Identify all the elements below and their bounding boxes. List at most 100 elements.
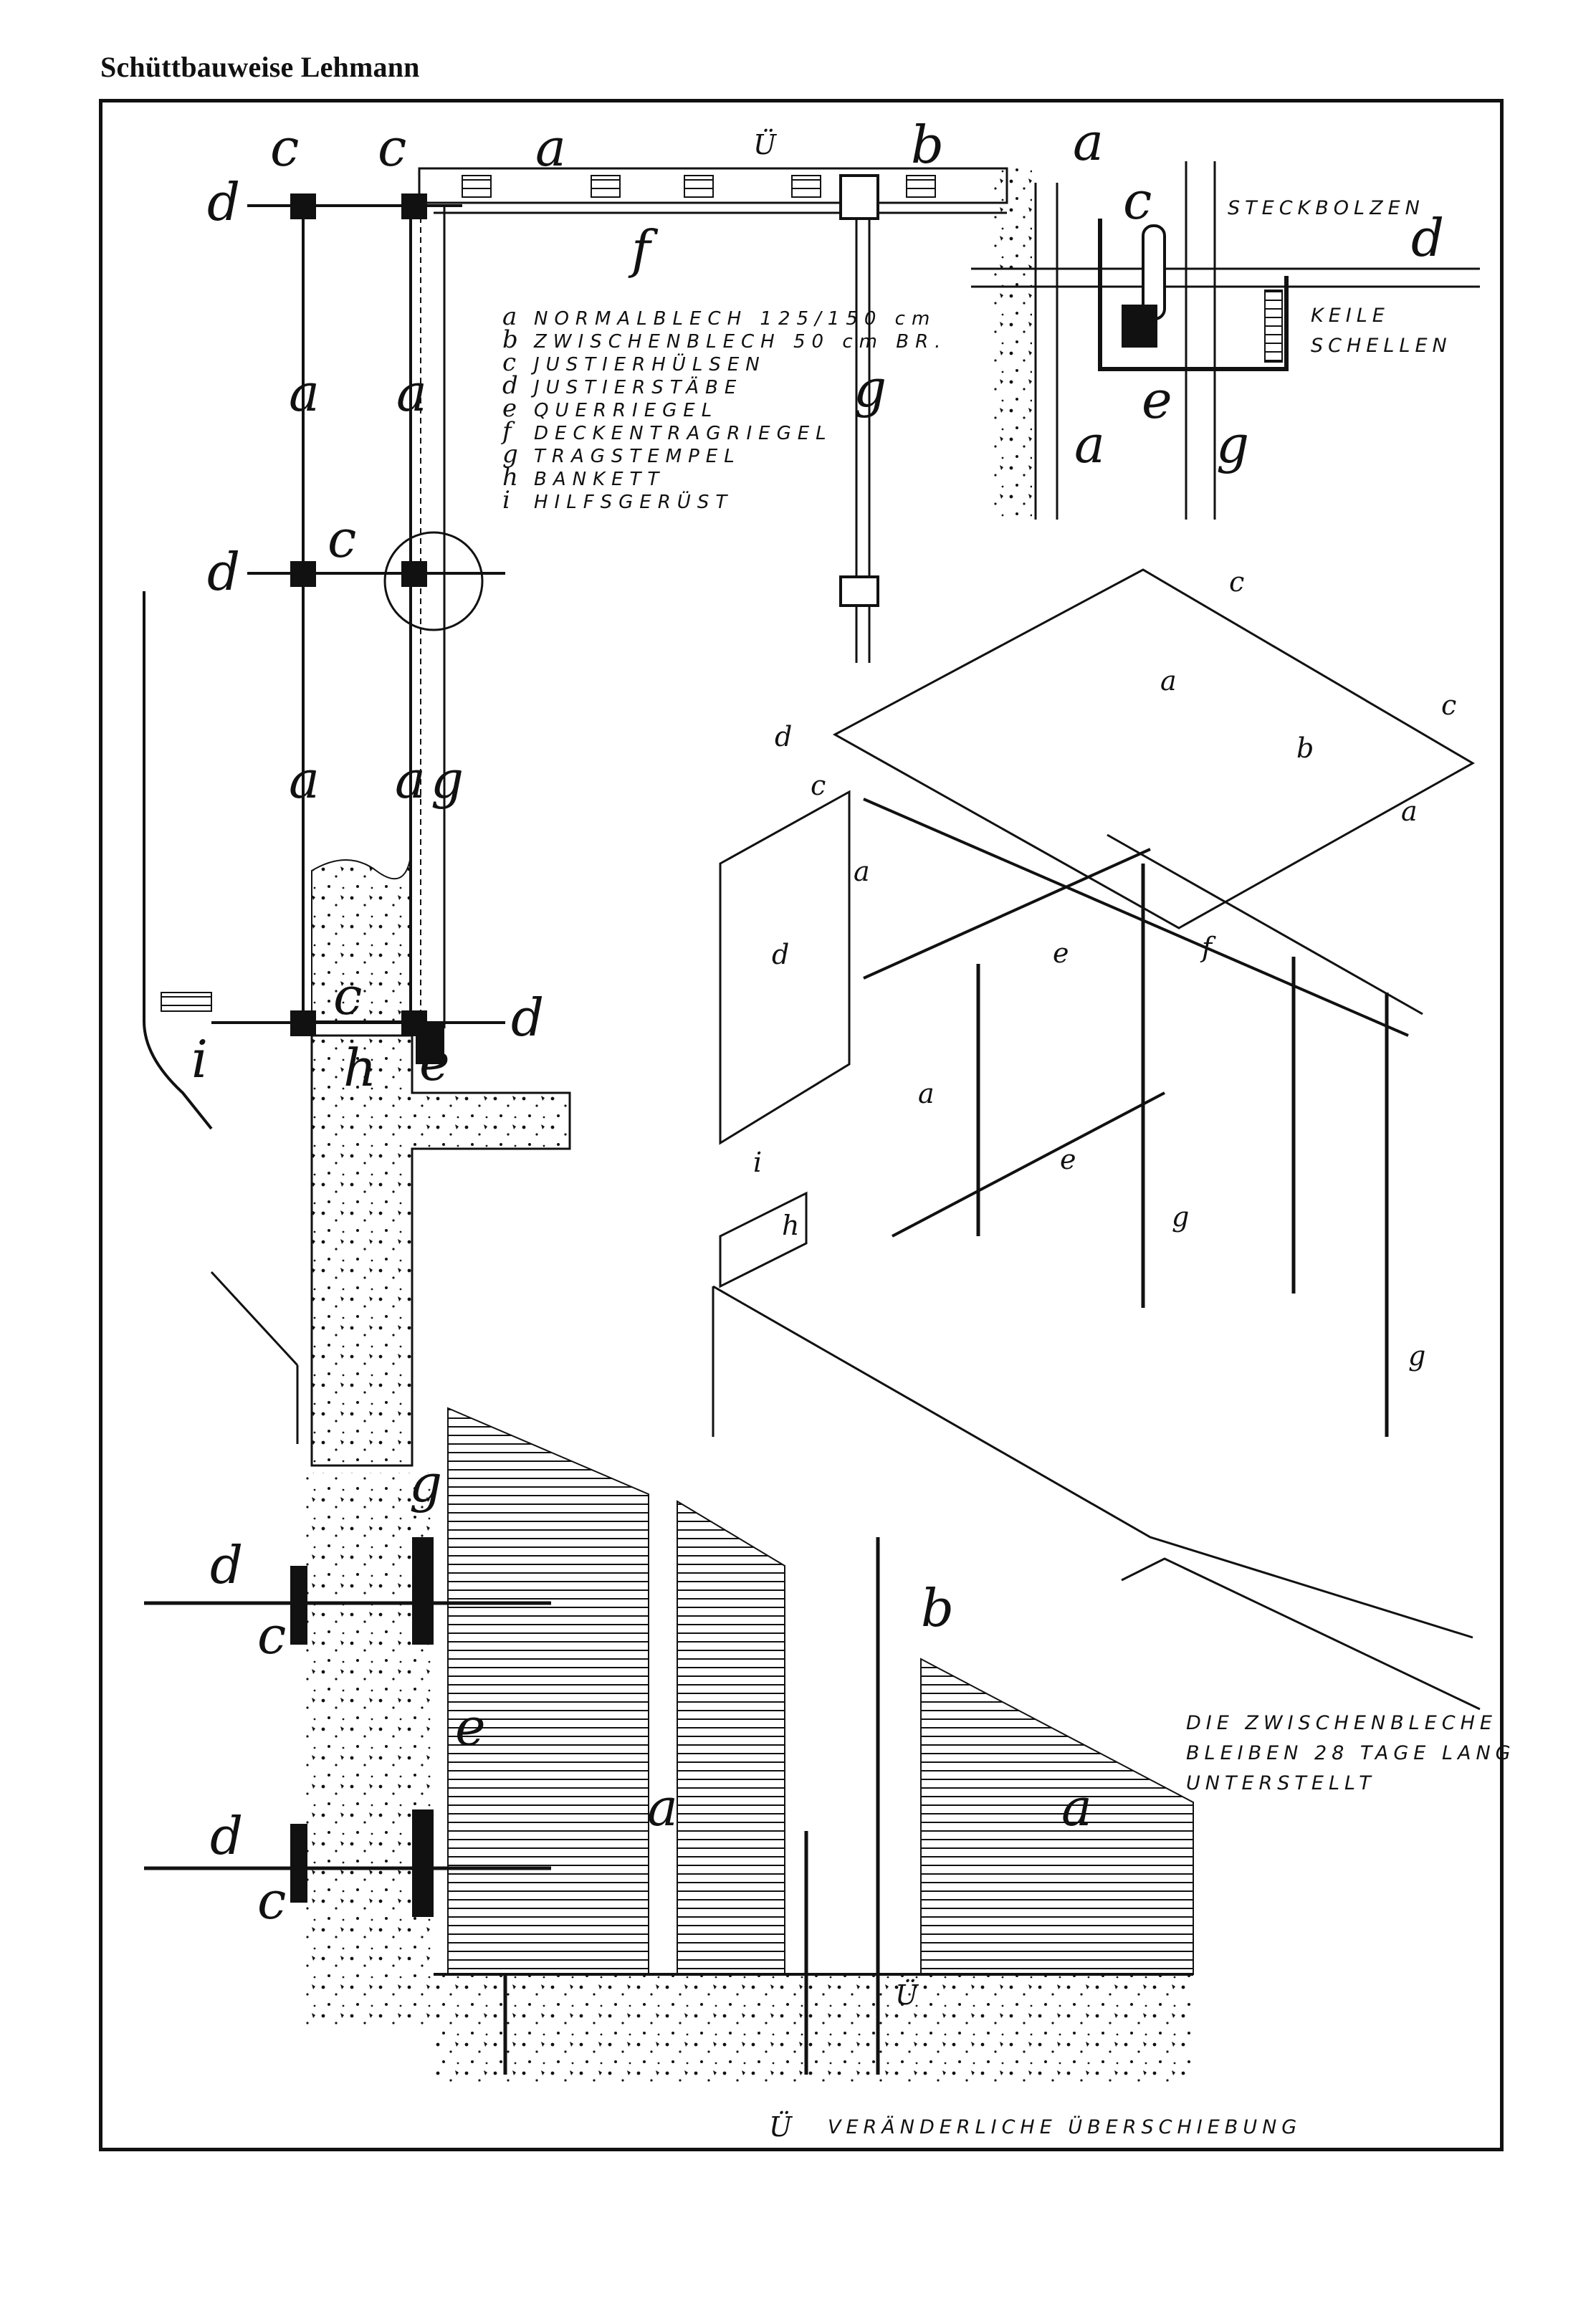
isometric-section <box>712 568 1481 1711</box>
legend-key: a <box>502 302 517 331</box>
legend-key: g <box>502 440 518 469</box>
label-steckbolzen: STECKBOLZEN <box>1228 197 1425 219</box>
label-e: e <box>1053 937 1069 969</box>
label-c: c <box>328 509 356 569</box>
label-d: d <box>210 1806 243 1866</box>
label-g: g <box>1216 414 1249 474</box>
legend-key: c <box>502 348 516 377</box>
legend-text: JUSTIERSTÄBE <box>530 376 742 398</box>
bottom-sheet-a-right <box>920 1658 1194 1975</box>
label-g: g <box>431 750 464 810</box>
label-c: c <box>811 770 826 801</box>
label-d: d <box>511 988 544 1048</box>
bottom-wall <box>305 1473 434 2032</box>
bottom-section <box>144 1407 1194 2082</box>
bottom-caption: VERÄNDERLICHE ÜBERSCHIEBUNG <box>828 2115 1301 2138</box>
label-a: a <box>289 750 320 810</box>
label-i: i <box>191 1029 208 1089</box>
label-a: a <box>1073 112 1104 172</box>
label-u-bottom: Ü <box>895 1979 919 2011</box>
label-a: a <box>535 118 566 178</box>
clamp-mid-right <box>839 575 879 607</box>
detail-circle <box>383 531 484 631</box>
label-g: g <box>1172 1201 1189 1233</box>
label-e: e <box>1060 1144 1076 1175</box>
legend-text: HILFSGERÜST <box>534 490 733 513</box>
clamp-top-right <box>839 174 879 220</box>
legend-key: b <box>502 325 518 354</box>
label-c: c <box>257 1870 286 1931</box>
label-c: c <box>270 118 299 178</box>
keile-wedges <box>1264 290 1283 363</box>
legend-text: BANKETT <box>534 469 665 490</box>
label-d: d <box>1411 208 1444 268</box>
label-g: g <box>409 1453 442 1514</box>
wedge-block <box>1122 305 1157 348</box>
elevation-section <box>143 167 1008 1467</box>
clamp-outline <box>1098 219 1289 371</box>
label-e: e <box>419 1032 450 1092</box>
legend-text: NORMALBLECH 125/150 cm <box>534 308 936 330</box>
iso-props <box>976 864 1389 1437</box>
beam-e-section <box>416 1021 444 1064</box>
label-a: a <box>1061 1777 1092 1837</box>
label-a: a <box>1074 414 1105 474</box>
label-a: a <box>854 856 870 887</box>
page-title: Schüttbauweise Lehmann <box>100 51 420 83</box>
label-d: d <box>210 1535 243 1595</box>
slab-timbers <box>462 175 936 198</box>
iso-wall-form <box>719 790 851 1145</box>
foundation-h <box>310 1034 571 1467</box>
label-f: f <box>628 219 659 279</box>
legend-text: ZWISCHENBLECH 50 cm BR. <box>533 331 947 353</box>
label-d: d <box>207 172 240 232</box>
label-a: a <box>1160 665 1177 697</box>
label-a: a <box>395 750 426 810</box>
label-b: b <box>1296 732 1314 764</box>
label-d: d <box>772 939 789 970</box>
scaffold-board <box>161 992 212 1012</box>
fresh-concrete <box>311 856 411 1022</box>
label-b: b <box>921 1578 954 1638</box>
legend-key: d <box>502 371 518 400</box>
bottom-rods <box>144 1601 551 1870</box>
label-c: c <box>378 118 406 178</box>
note-line: BLEIBEN 28 TAGE LANG <box>1186 1742 1516 1764</box>
label-h: h <box>343 1038 376 1098</box>
bottom-slab <box>434 1974 1193 2082</box>
label-a: a <box>289 363 320 423</box>
note-text: DIE ZWISCHENBLECHE BLEIBEN 28 TAGE LANG UN… <box>1186 1712 1516 1794</box>
iso-bankett <box>719 1191 808 1288</box>
legend-key: i <box>502 486 510 515</box>
label-keile: KEILE <box>1311 305 1390 327</box>
legend-text: DECKENTRAGRIEGEL <box>534 423 833 444</box>
label-b: b <box>911 115 944 175</box>
detail-concrete <box>993 168 1032 520</box>
label-h: h <box>782 1210 799 1241</box>
label-f: f <box>1200 932 1216 963</box>
label-u-top: Ü <box>753 129 778 161</box>
drawing-frame: c c a b Ü d f a a g d c a a g c d i h e … <box>99 99 1511 2151</box>
technical-drawing: c c a b Ü d f a a g d c a a g c d i h e … <box>143 112 1511 2143</box>
label-a: a <box>918 1078 935 1109</box>
label-d: d <box>207 542 240 602</box>
iso-beams <box>863 798 1409 1238</box>
legend-text: TRAGSTEMPEL <box>534 446 741 467</box>
bottom-sheet-a-left <box>447 1407 649 1975</box>
detail-section <box>971 161 1480 520</box>
iso-ceiling-sheets <box>832 568 1476 929</box>
legend-text: JUSTIERHÜLSEN <box>530 353 766 376</box>
label-c: c <box>1441 689 1456 721</box>
note-line: UNTERSTELLT <box>1186 1772 1376 1794</box>
label-e: e <box>455 1697 486 1757</box>
elevation-labels: c c a b Ü d f a a g d c a a g c d i h e <box>191 115 944 1098</box>
legend-key: h <box>502 463 518 492</box>
note-line: DIE ZWISCHENBLECHE <box>1186 1712 1497 1734</box>
label-g: g <box>854 358 887 419</box>
bottom-caption-group: Ü VERÄNDERLICHE ÜBERSCHIEBUNG <box>769 2111 1301 2143</box>
detail-labels: a c d e a g STECKBOLZEN KEILE SCHELLEN <box>1073 112 1447 474</box>
label-d: d <box>775 721 792 752</box>
label-c: c <box>1123 171 1152 231</box>
label-c: c <box>333 966 362 1026</box>
label-e: e <box>1142 370 1172 430</box>
